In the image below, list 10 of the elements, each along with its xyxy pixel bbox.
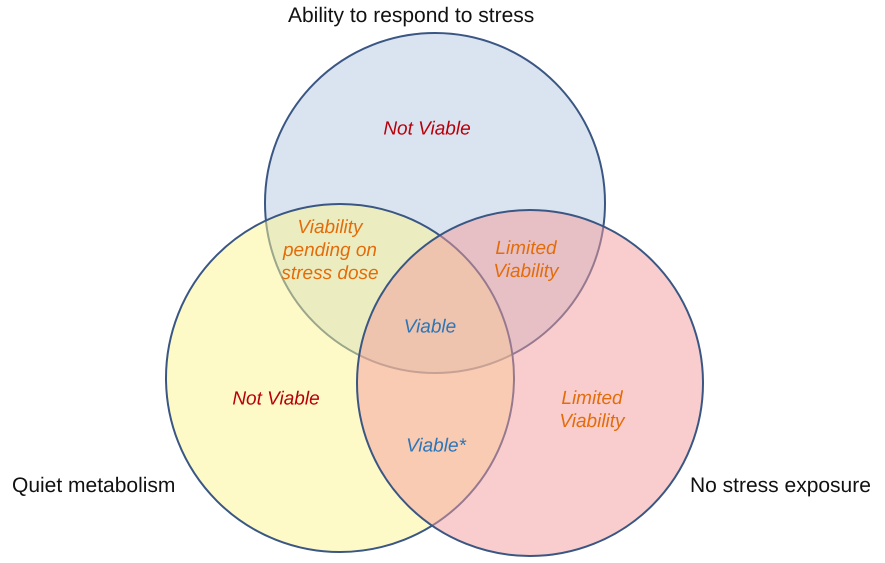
region-label: Limited Viability xyxy=(558,388,626,434)
set-title: No stress exposure xyxy=(690,474,871,498)
set-title: Quiet metabolism xyxy=(12,474,176,498)
region-label: Viable* xyxy=(405,436,468,458)
region-label: Not Viable xyxy=(231,388,321,412)
region-label: Limited Viability xyxy=(492,238,560,284)
region-label: Viable xyxy=(402,316,458,340)
set-title: Ability to respond to stress xyxy=(288,4,534,28)
region-label: Viability pending on stress dose xyxy=(280,216,380,286)
region-label: Not Viable xyxy=(382,118,472,142)
